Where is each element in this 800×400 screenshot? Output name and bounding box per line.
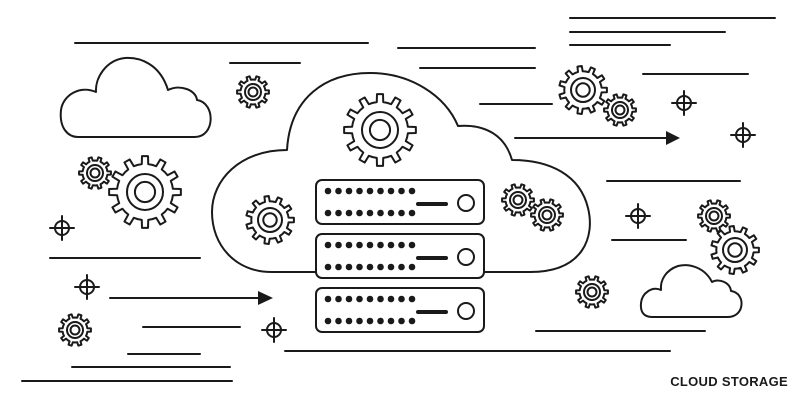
gear-icon bbox=[78, 156, 112, 190]
server-unit bbox=[315, 179, 485, 225]
gear-icon bbox=[558, 65, 608, 115]
server-unit bbox=[315, 233, 485, 279]
cloud-icon bbox=[59, 56, 212, 138]
server-leds bbox=[324, 241, 416, 271]
arrow-icon bbox=[109, 291, 273, 305]
crosshair-icon bbox=[261, 317, 287, 343]
gear-icon bbox=[501, 183, 535, 217]
crosshair-icon bbox=[730, 122, 756, 148]
gear-icon bbox=[530, 198, 564, 232]
gear-icon bbox=[245, 195, 295, 245]
crosshair-icon bbox=[74, 274, 100, 300]
crosshairs bbox=[49, 90, 756, 343]
server-rack-icon bbox=[315, 179, 485, 333]
gear-icon bbox=[343, 93, 417, 167]
server-leds bbox=[324, 187, 416, 217]
gear-icon bbox=[710, 225, 760, 275]
gear-icon bbox=[575, 275, 609, 309]
gear-icon bbox=[603, 93, 637, 127]
server-leds bbox=[324, 295, 416, 325]
gear-icon bbox=[236, 75, 270, 109]
decorative-lines bbox=[21, 17, 776, 382]
crosshair-icon bbox=[671, 90, 697, 116]
crosshair-icon bbox=[49, 215, 75, 241]
caption-text: CLOUD STORAGE bbox=[670, 374, 788, 389]
server-unit bbox=[315, 287, 485, 333]
cloud-icon bbox=[639, 264, 743, 318]
gears bbox=[58, 65, 760, 347]
gear-icon bbox=[58, 313, 92, 347]
crosshair-icon bbox=[625, 203, 651, 229]
arrow-icon bbox=[514, 131, 680, 145]
arrows bbox=[109, 131, 680, 305]
cloud-icon bbox=[211, 72, 591, 273]
gear-icon bbox=[108, 155, 182, 229]
gear-icon bbox=[697, 199, 731, 233]
